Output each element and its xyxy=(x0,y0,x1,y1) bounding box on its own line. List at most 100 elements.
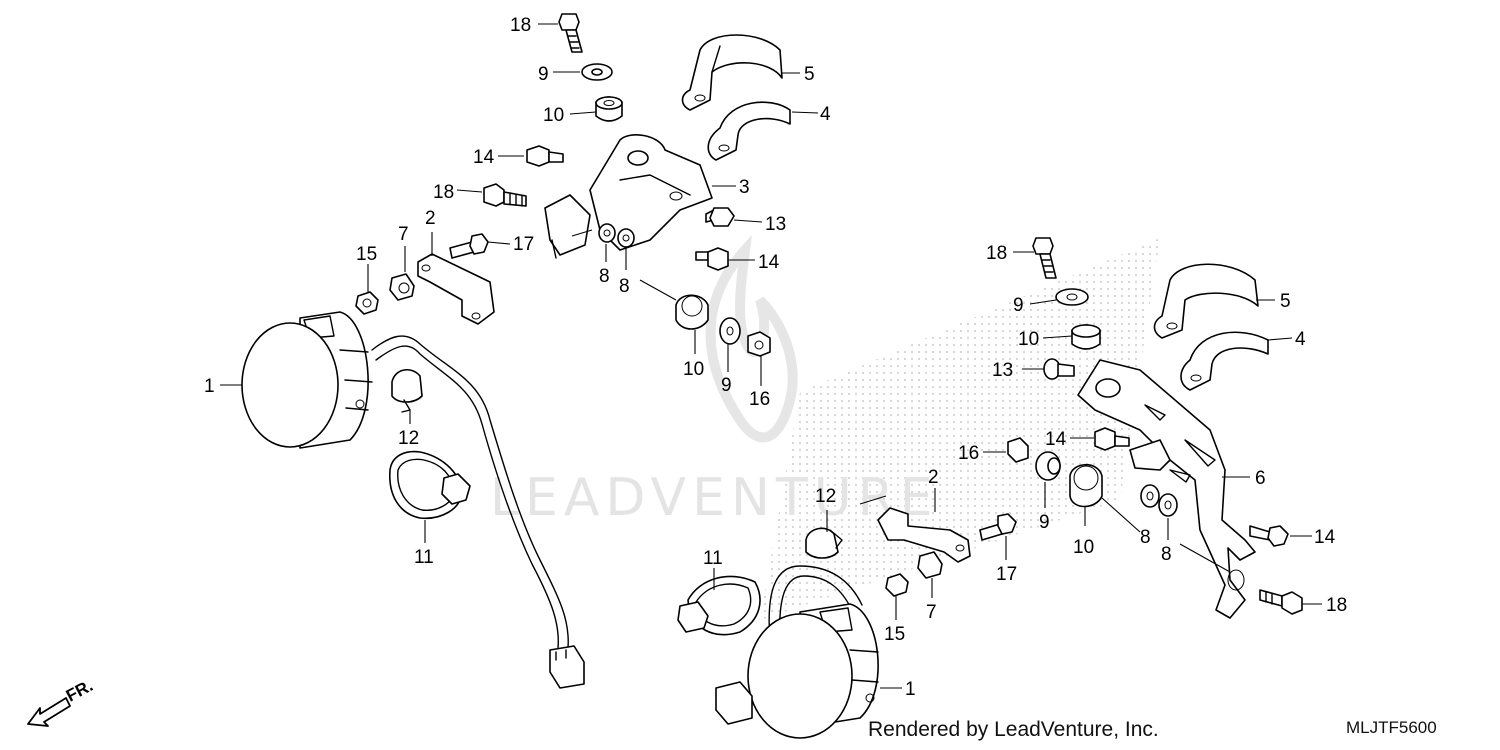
callout-10: 10 xyxy=(683,359,704,380)
watermark-flame-logo xyxy=(705,234,798,443)
bracket-3-left[interactable] xyxy=(544,134,713,259)
callout-10: 10 xyxy=(1073,537,1094,558)
callout-1: 1 xyxy=(204,376,215,397)
bolt-18-left-mid[interactable] xyxy=(483,183,527,207)
callout-13: 13 xyxy=(765,214,786,235)
washer-9-right-low[interactable] xyxy=(1035,451,1061,481)
callout-9: 9 xyxy=(1013,295,1024,316)
grommet-10-right-top[interactable] xyxy=(1071,324,1101,350)
callout-6: 6 xyxy=(1255,468,1266,489)
callout-14: 14 xyxy=(758,252,780,273)
callout-1: 1 xyxy=(905,679,916,700)
watermark-dot-field xyxy=(760,238,1160,620)
callout-5: 5 xyxy=(1280,291,1291,312)
grommet-10-left-top[interactable] xyxy=(595,96,623,122)
clamp-4-left[interactable] xyxy=(707,101,791,161)
callout-9: 9 xyxy=(1039,512,1050,533)
callout-2: 2 xyxy=(425,208,436,229)
callout-13: 13 xyxy=(992,360,1013,381)
bolt-14-left-top[interactable] xyxy=(526,145,564,167)
callout-9: 9 xyxy=(721,375,732,396)
callout-15: 15 xyxy=(884,624,905,645)
bolt-18-left-top[interactable] xyxy=(558,13,583,53)
holder-11-right[interactable] xyxy=(677,575,761,636)
washer-8b-left[interactable] xyxy=(617,228,635,248)
collar-7-right[interactable] xyxy=(917,551,943,579)
callout-12: 12 xyxy=(815,486,836,507)
fog-lamp-1-left[interactable] xyxy=(241,311,373,449)
callout-7: 7 xyxy=(398,224,409,245)
grommet-10-right-low[interactable] xyxy=(1069,463,1103,508)
fog-lamp-1-right[interactable] xyxy=(715,565,879,739)
nut-16-left[interactable] xyxy=(747,331,771,357)
callout-14: 14 xyxy=(1314,527,1336,548)
bolt-18-right-low[interactable] xyxy=(1259,589,1303,615)
callout-18: 18 xyxy=(433,182,454,203)
callout-15: 15 xyxy=(356,244,377,265)
clamp-5-left[interactable] xyxy=(681,34,783,111)
wire-harness-left xyxy=(371,335,585,689)
callout-4: 4 xyxy=(820,104,831,125)
callout-18: 18 xyxy=(986,243,1007,264)
bracket-6-right[interactable] xyxy=(1077,359,1256,619)
callout-10: 10 xyxy=(1018,329,1039,350)
callout-14: 14 xyxy=(473,147,495,168)
callout-4: 4 xyxy=(1295,329,1306,350)
washer-9-right-top[interactable] xyxy=(1055,288,1089,306)
leaders-left xyxy=(220,23,819,543)
front-direction-indicator: FR. xyxy=(27,676,96,727)
diagram-code: MLJTF5600 xyxy=(1346,718,1437,737)
clip-12-left[interactable] xyxy=(391,369,423,413)
callout-18: 18 xyxy=(1326,595,1347,616)
bracket-2-right[interactable] xyxy=(859,495,971,563)
callout-8: 8 xyxy=(599,266,610,287)
front-arrow-icon xyxy=(27,697,71,727)
bolt-13-right[interactable] xyxy=(1043,358,1075,380)
callout-11: 11 xyxy=(703,548,723,569)
bracket-2-left[interactable] xyxy=(417,253,495,325)
washer-8a-left[interactable] xyxy=(598,223,616,243)
callout-8: 8 xyxy=(619,276,630,297)
callout-17: 17 xyxy=(513,234,534,255)
bolt-17-right[interactable] xyxy=(979,513,1017,541)
callout-12: 12 xyxy=(398,428,419,449)
callouts-left: 18 9 10 14 18 2 17 7 15 5 4 3 13 14 8 8 … xyxy=(204,15,831,568)
callout-14: 14 xyxy=(1045,429,1067,450)
nut-15-left[interactable] xyxy=(355,291,379,315)
watermark-text: LEADVENTURE xyxy=(490,468,939,528)
callout-2: 2 xyxy=(928,467,939,488)
callout-16: 16 xyxy=(958,443,979,464)
right-assembly: 18 9 10 13 5 4 14 16 6 2 12 9 10 8 8 14 … xyxy=(677,237,1347,739)
left-assembly: 18 9 10 14 18 2 17 7 15 5 4 3 13 14 8 8 … xyxy=(204,13,831,689)
callout-7: 7 xyxy=(926,602,937,623)
bolt-13-left[interactable] xyxy=(705,207,735,227)
callout-17: 17 xyxy=(996,564,1017,585)
washer-9-left-low[interactable] xyxy=(719,317,741,345)
callout-3: 3 xyxy=(739,177,750,198)
grommet-10-left-low[interactable] xyxy=(675,294,709,330)
callout-9: 9 xyxy=(538,64,549,85)
clamp-4-right[interactable] xyxy=(1180,331,1269,391)
bolt-17-left[interactable] xyxy=(449,233,489,259)
watermark: LEADVENTURE xyxy=(490,234,1160,620)
callout-8: 8 xyxy=(1161,544,1172,565)
bolt-14-left-right[interactable] xyxy=(695,247,729,271)
render-credit: Rendered by LeadVenture, Inc. xyxy=(868,718,1159,741)
callout-10: 10 xyxy=(543,105,564,126)
collar-7-left[interactable] xyxy=(389,273,415,301)
holder-11-left[interactable] xyxy=(389,450,471,520)
washer-8b-right[interactable] xyxy=(1158,493,1178,517)
callout-8: 8 xyxy=(1140,527,1151,548)
nut-16-right[interactable] xyxy=(1007,437,1029,463)
callout-11: 11 xyxy=(414,547,434,568)
bolt-14-right-low[interactable] xyxy=(1249,525,1289,547)
nut-15-right[interactable] xyxy=(885,573,909,597)
callout-16: 16 xyxy=(749,389,770,410)
bolt-18-right-top[interactable] xyxy=(1032,237,1057,279)
clip-12-right[interactable] xyxy=(805,527,843,559)
washer-8a-right[interactable] xyxy=(1140,484,1160,508)
clamp-5-right[interactable] xyxy=(1153,263,1259,339)
leaders-right xyxy=(713,251,1322,689)
bolt-14-right-top[interactable] xyxy=(1094,427,1130,451)
